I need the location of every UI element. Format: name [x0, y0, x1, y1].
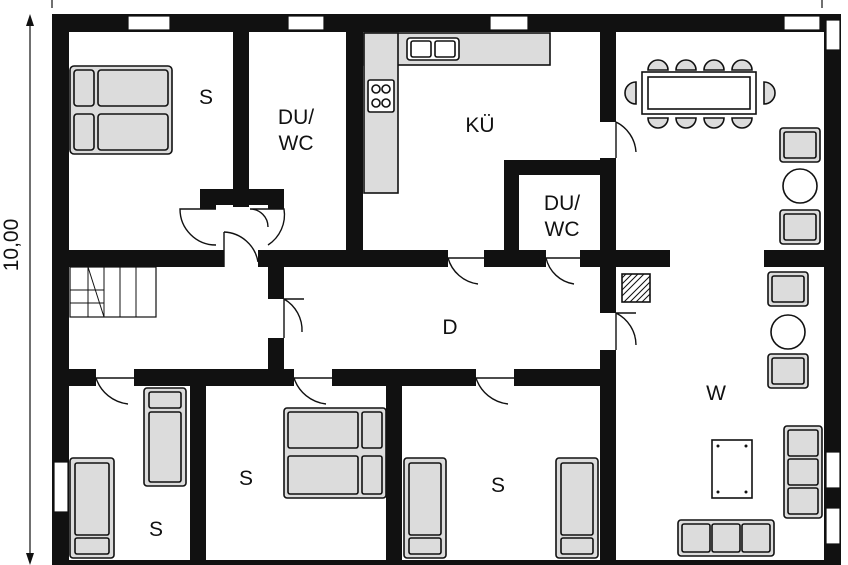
bed-right-2 — [555, 457, 599, 559]
room-label-shower-wc-1-line2: WC — [279, 132, 314, 155]
coffee-table — [711, 439, 753, 499]
bed-bottom-left-1 — [143, 387, 187, 487]
bed-right-1 — [403, 457, 447, 559]
staircase — [69, 266, 157, 318]
room-label-shower-wc-2-line2: WC — [545, 218, 580, 241]
coffee-table-dots — [716, 444, 748, 494]
room-label-shower-wc-2-line1: DU/ — [544, 192, 580, 215]
room-label-bedroom-bottom-left: S — [149, 518, 163, 541]
walls — [52, 14, 841, 565]
dimension-line — [26, 0, 823, 565]
armchair-set-upper — [779, 127, 821, 245]
bed-middle — [283, 407, 387, 499]
room-label-living: W — [706, 382, 726, 405]
windows — [53, 15, 841, 545]
bed-bottom-left-2 — [69, 457, 115, 559]
chimney — [621, 273, 651, 303]
sofa-bottom — [677, 519, 775, 557]
sofa-right — [783, 425, 823, 519]
room-label-shower-wc-1-line1: DU/ — [278, 106, 314, 129]
room-label-bedroom-top-left: S — [199, 86, 213, 109]
bed-top-left — [69, 65, 173, 155]
room-label-kitchen: KÜ — [465, 114, 494, 137]
room-label-hallway: D — [442, 316, 457, 339]
armchair-set-lower — [767, 271, 809, 389]
room-label-bedroom-right: S — [491, 474, 505, 497]
doors — [95, 121, 637, 405]
dining-table — [624, 59, 776, 129]
kitchen-counter — [363, 32, 551, 194]
dimension-label: 10,00 — [0, 219, 23, 272]
room-label-bedroom-middle: S — [239, 467, 253, 490]
